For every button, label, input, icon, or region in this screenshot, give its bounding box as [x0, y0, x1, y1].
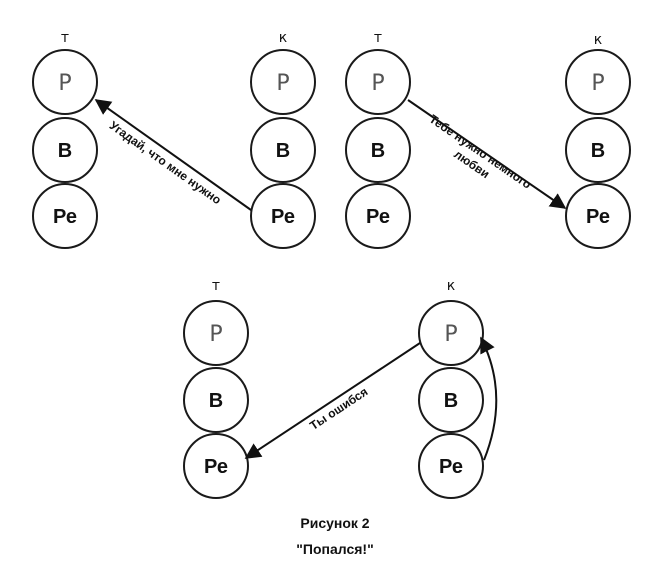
panel-1-right-adult-label: В: [276, 140, 290, 162]
panel-2-left-adult-label: В: [371, 140, 385, 162]
panel-1-left-adult-circle: [32, 117, 98, 183]
panel-1-left-adult-label: В: [58, 140, 72, 162]
panel-2-right-parent-label: Р: [591, 71, 604, 96]
panel-1-left-parent-circle: [32, 49, 98, 115]
panel-1-right-child-label: Ре: [271, 206, 295, 228]
panel-1-right-adult-circle: [250, 117, 316, 183]
panel-1-right-child-circle: [250, 183, 316, 249]
panel-2-left-stack: т Р В Ре: [345, 30, 411, 249]
figure-caption-title: "Попался!": [296, 541, 374, 557]
panel-2-left-child-circle: [345, 183, 411, 249]
panel-2-right-adult-circle: [565, 117, 631, 183]
panel-1-right-parent-circle: [250, 49, 316, 115]
panel-3-right-stack: к Р В Ре: [418, 278, 484, 499]
panel-3-left-child-circle: [183, 433, 249, 499]
panel-3-left-child-label: Ре: [204, 456, 228, 478]
panel-2-right-stack: к Р В Ре: [565, 32, 631, 249]
panel-3-right-child-label: Ре: [439, 456, 463, 478]
panel-1-left-parent-label: Р: [58, 71, 71, 96]
panel-1-left-header: т: [61, 30, 69, 46]
panel-1-left-stack: т Р В Ре: [32, 30, 98, 249]
panel-2-left-child-label: Ре: [366, 206, 390, 228]
panel-3-right-header: к: [447, 278, 455, 294]
panel-2-right-child-circle: [565, 183, 631, 249]
panel-2-left-adult-circle: [345, 117, 411, 183]
panel-2-arrow-label-line-1: Тебе нужно немного: [427, 112, 534, 192]
panel-2-right-adult-label: В: [591, 140, 605, 162]
panel-1: т Р В Ре к Р В Ре Угадай, что мне нужно: [32, 30, 316, 249]
panel-3-right-child-circle: [418, 433, 484, 499]
panel-3-left-adult-circle: [183, 367, 249, 433]
panel-3-left-header: т: [212, 278, 220, 294]
panel-1-left-child-circle: [32, 183, 98, 249]
panel-2-left-parent-label: Р: [371, 71, 384, 96]
panel-3-right-adult-label: В: [444, 390, 458, 412]
panel-3-right-adult-circle: [418, 367, 484, 433]
panel-3-left-stack: т Р В Ре: [183, 278, 249, 499]
panel-3-left-parent-label: Р: [209, 322, 222, 347]
panel-2-left-header: т: [374, 30, 382, 46]
panel-1-right-stack: к Р В Ре: [250, 30, 316, 249]
panel-3: т Р В Ре к Р В Ре Ты ошибся: [183, 278, 498, 499]
panel-2-right-child-label: Ре: [586, 206, 610, 228]
panel-3-left-adult-label: В: [209, 390, 223, 412]
panel-2-right-header: к: [594, 32, 602, 48]
panel-2: т Р В Ре к Р В Ре Тебе нужно немного люб…: [345, 30, 631, 249]
panel-3-left-parent-circle: [183, 300, 249, 366]
panel-1-arrow: [94, 99, 252, 211]
panel-3-right-parent-circle: [418, 300, 484, 366]
panel-2-arrow-label: Тебе нужно немного любви: [427, 112, 534, 192]
panel-1-right-parent-label: Р: [276, 71, 289, 96]
panel-1-left-child-label: Ре: [53, 206, 77, 228]
panel-3-arrow: [244, 342, 421, 459]
panel-2-left-parent-circle: [345, 49, 411, 115]
panel-3-self-arrow: [480, 336, 498, 461]
panel-2-arrow: [407, 99, 567, 209]
figure-caption-number: Рисунок 2: [300, 515, 370, 531]
panel-1-arrow-label: Угадай, что мне нужно: [107, 118, 224, 207]
panel-3-arrow-label: Ты ошибся: [307, 385, 370, 433]
panel-2-right-parent-circle: [565, 49, 631, 115]
panel-1-right-header: к: [279, 30, 287, 46]
panel-3-right-parent-label: Р: [444, 322, 457, 347]
